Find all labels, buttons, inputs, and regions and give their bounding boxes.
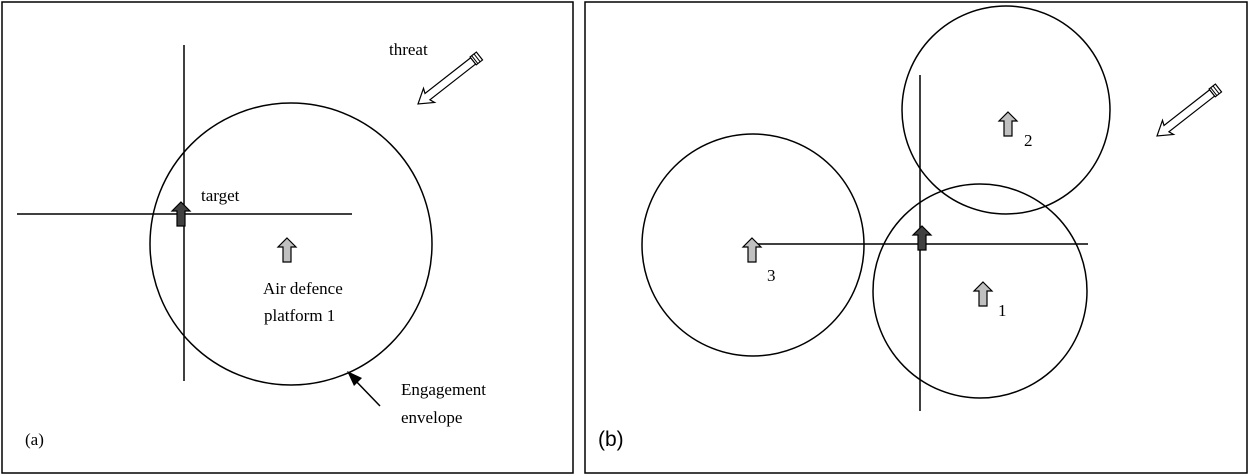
panel-a-frame <box>1 1 574 474</box>
panel-b: 1 2 3 (b) <box>584 1 1248 474</box>
platform-label-line1: Air defence <box>263 279 343 298</box>
panel-a: threat target Air defence platform 1 Eng… <box>1 1 574 474</box>
platform-marker-icon <box>277 237 297 263</box>
target-label: target <box>201 186 240 205</box>
envelope-pointer-arrowhead <box>347 371 362 386</box>
platform-label-line2: platform 1 <box>264 306 335 325</box>
envelope-label-line2: envelope <box>401 408 462 427</box>
threat-missile-icon-b <box>1150 80 1225 144</box>
envelope-label-line1: Engagement <box>401 380 486 399</box>
panel-b-label: (b) <box>598 428 624 451</box>
panel-a-label: (a) <box>25 430 44 449</box>
platform-marker-icon-1 <box>973 281 993 307</box>
target-marker-icon-b <box>912 225 932 251</box>
threat-label: threat <box>389 40 428 59</box>
engagement-envelope-circle-2 <box>901 5 1111 215</box>
platform-marker-icon-3 <box>742 237 762 263</box>
engagement-envelope-circle-1 <box>872 183 1088 399</box>
platform-number-1: 1 <box>998 301 1007 320</box>
engagement-envelope-circle <box>149 102 433 386</box>
platform-number-3: 3 <box>767 266 776 285</box>
platform-number-2: 2 <box>1024 131 1033 150</box>
panel-b-frame <box>584 1 1248 474</box>
engagement-envelope-circle-3 <box>641 133 865 357</box>
platform-marker-icon-2 <box>998 111 1018 137</box>
